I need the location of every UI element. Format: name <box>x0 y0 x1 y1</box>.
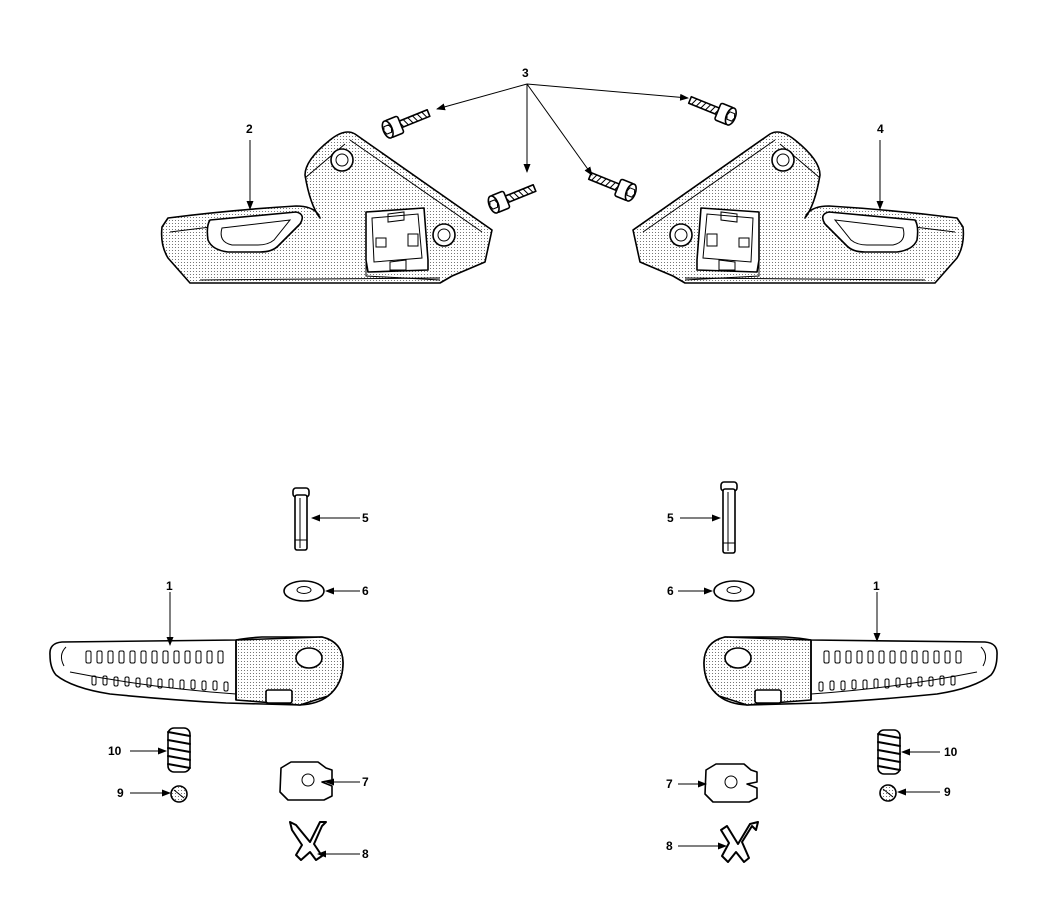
leader-lines <box>130 83 940 858</box>
detent-ball-left <box>170 785 188 803</box>
callout-4: 4 <box>877 122 884 136</box>
pivot-pin-right <box>720 481 738 554</box>
callout-10-right: 10 <box>944 745 958 759</box>
detent-ball-right <box>879 784 897 802</box>
callout-1-left: 1 <box>166 579 173 593</box>
spring-right <box>877 729 901 775</box>
footrest-bracket-left <box>160 131 493 284</box>
callout-5-left: 5 <box>362 511 369 525</box>
callout-5-right: 5 <box>667 511 674 525</box>
callout-9-left: 9 <box>117 786 124 800</box>
spring-left <box>167 727 191 773</box>
callout-6-left: 6 <box>362 584 369 598</box>
washer-right <box>713 580 755 602</box>
callout-2: 2 <box>246 122 253 136</box>
footpeg-left <box>49 636 344 706</box>
footpeg-right <box>703 636 998 706</box>
spring-clip-left <box>289 821 327 861</box>
callout-1-right: 1 <box>873 579 880 593</box>
pivot-pin-left <box>292 487 310 551</box>
footrest-bracket-right <box>632 131 965 284</box>
lock-plate-left <box>279 761 333 801</box>
lock-plate-right <box>704 763 758 803</box>
callout-3: 3 <box>522 66 529 80</box>
callout-10-left: 10 <box>108 744 122 758</box>
washer-left <box>283 580 325 602</box>
spring-clip-right <box>720 821 759 863</box>
callout-8-left: 8 <box>362 847 369 861</box>
callout-7-left: 7 <box>362 775 369 789</box>
callout-8-right: 8 <box>666 839 673 853</box>
callout-9-right: 9 <box>944 785 951 799</box>
callout-labels: 3 2 4 5 5 6 6 1 1 10 10 9 9 7 7 8 8 <box>108 66 958 861</box>
callout-6-right: 6 <box>667 584 674 598</box>
callout-7-right: 7 <box>666 777 673 791</box>
